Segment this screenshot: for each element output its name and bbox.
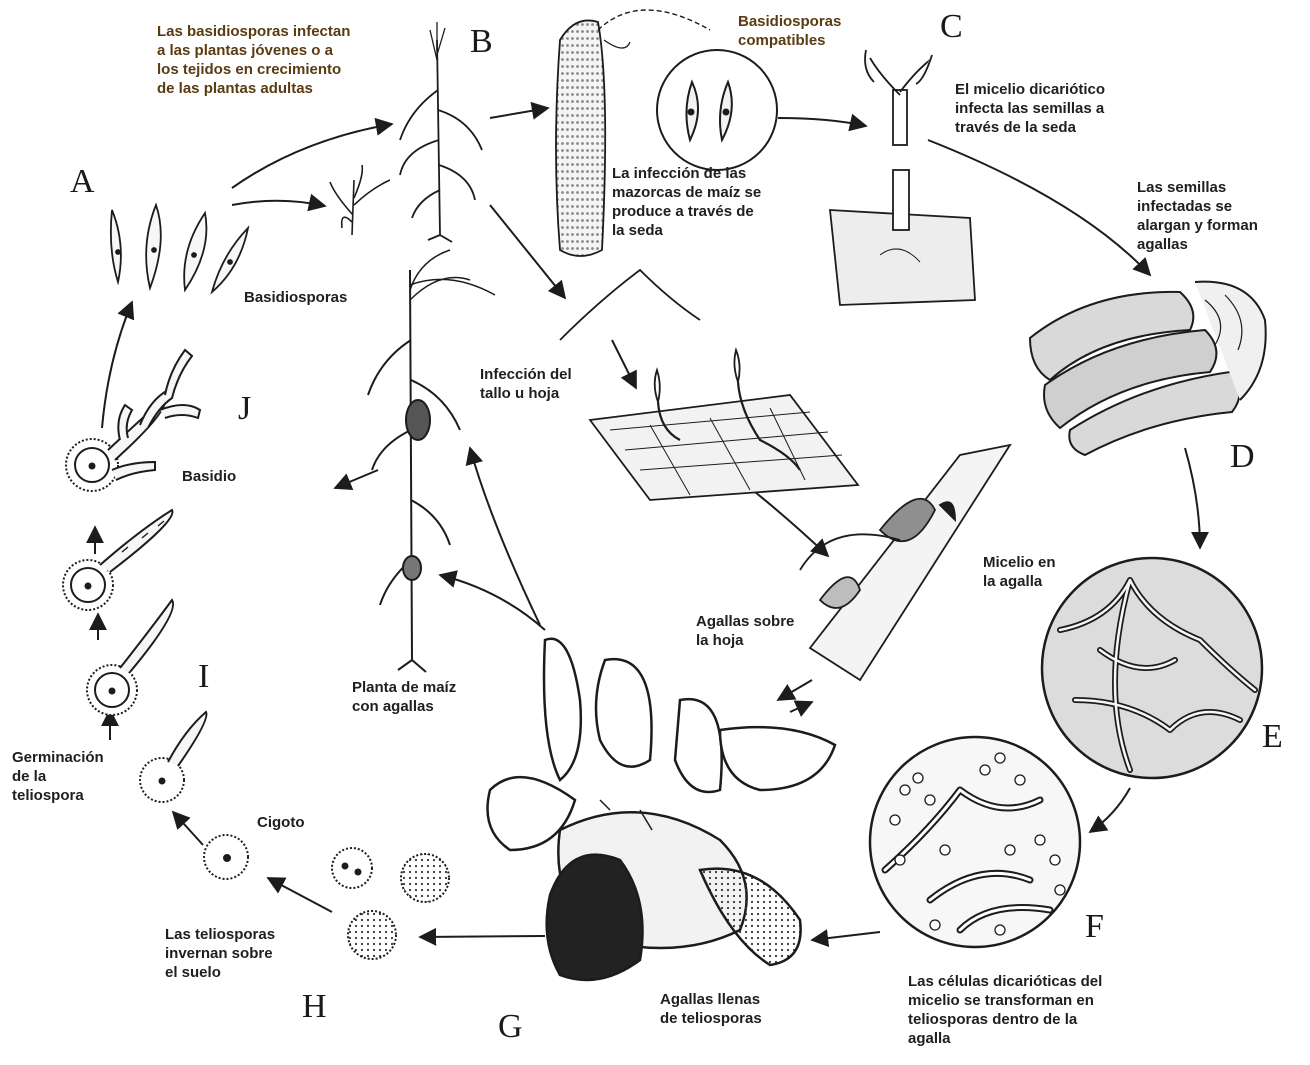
caption-galls-full: Agallas llenas de teliosporas [660,990,762,1028]
stage-letter-h: H [302,990,327,1024]
caption-leaf-galls: Agallas sobre la hoja [696,612,794,650]
stage-letter-g: G [498,1010,523,1044]
stage-letter-i: I [198,660,209,694]
caption-compatible-spores: Basidiosporas compatibles [738,12,841,50]
compatible-spores-circle [657,50,777,170]
caption-ear-infection: La infección de las mazorcas de maíz se … [612,164,761,240]
dikaryotic-infection-drawing [830,50,975,305]
infected-kernels-drawing [1030,282,1266,455]
stage-letter-b: B [470,25,493,59]
arrow-g-to-h [420,936,545,937]
caption-plant-with-galls: Planta de maíz con agallas [352,678,456,716]
caption-dikaryotic-mycelium: El micelio dicariótico infecta las semil… [955,80,1105,137]
teliospores-drawing [332,848,449,959]
arrow-b-to-ear [490,108,548,118]
mycelium-in-gall-circle [1042,558,1262,778]
caption-teliospores-overwinter: Las teliosporas invernan sobre el suelo [165,925,275,982]
arrow-h-to-zygote [268,878,332,912]
arrow-leaf-to-g-1 [778,680,812,700]
stage-letter-f: F [1085,910,1104,944]
arrow-gall-to-plant-2 [470,448,540,625]
caption-basidio: Basidio [182,467,236,486]
seedling-drawing [330,165,390,235]
caption-zygote: Cigoto [257,813,304,832]
stage-letter-e: E [1262,720,1283,754]
arrow-e-to-f [1090,788,1130,832]
arrow-zygote-to-i [173,812,203,845]
stage-letter-c: C [940,10,963,44]
arrow-a-to-b [232,124,392,188]
caption-stem-leaf-infection: Infección del tallo u hoja [480,365,572,403]
arrow-f-to-g [812,932,880,940]
basidiospores-drawing [111,205,248,292]
arrow-b-to-stem [490,205,565,298]
arrow-spores-to-c [778,118,866,126]
caption-teliospore-germination: Germinación de la teliospora [12,748,104,805]
basidium-drawing [66,350,200,491]
stage-letter-j: J [238,392,251,426]
arrow-plant-to-out [335,470,378,488]
leaf-infection-drawing [560,270,858,500]
caption-mycelium-in-gall: Micelio en la agalla [983,553,1056,591]
stage-letter-d: D [1230,440,1255,474]
caption-basidiosporas: Basidiosporas [244,288,347,307]
teliospore-formation-circle [870,737,1080,947]
arrow-leaf-to-g-2 [790,702,812,712]
stage-letter-a: A [70,165,95,199]
caption-basidiospores-infect: Las basidiosporas infectan a las plantas… [157,22,350,98]
caption-infected-seeds: Las semillas infectadas se alargan y for… [1137,178,1258,254]
zygote-drawing [204,835,248,879]
mature-plant-with-galls-drawing [368,250,495,672]
caption-dikaryotic-cells: Las células dicarióticas del micelio se … [908,972,1102,1048]
arrow-d-to-e [1185,448,1200,548]
galls-full-of-teliospores-drawing [488,639,836,980]
arrow-leaf-to-galls [750,488,828,556]
arrow-a-to-seedling [232,201,325,206]
arrow-stem-to-leaf [612,340,636,388]
